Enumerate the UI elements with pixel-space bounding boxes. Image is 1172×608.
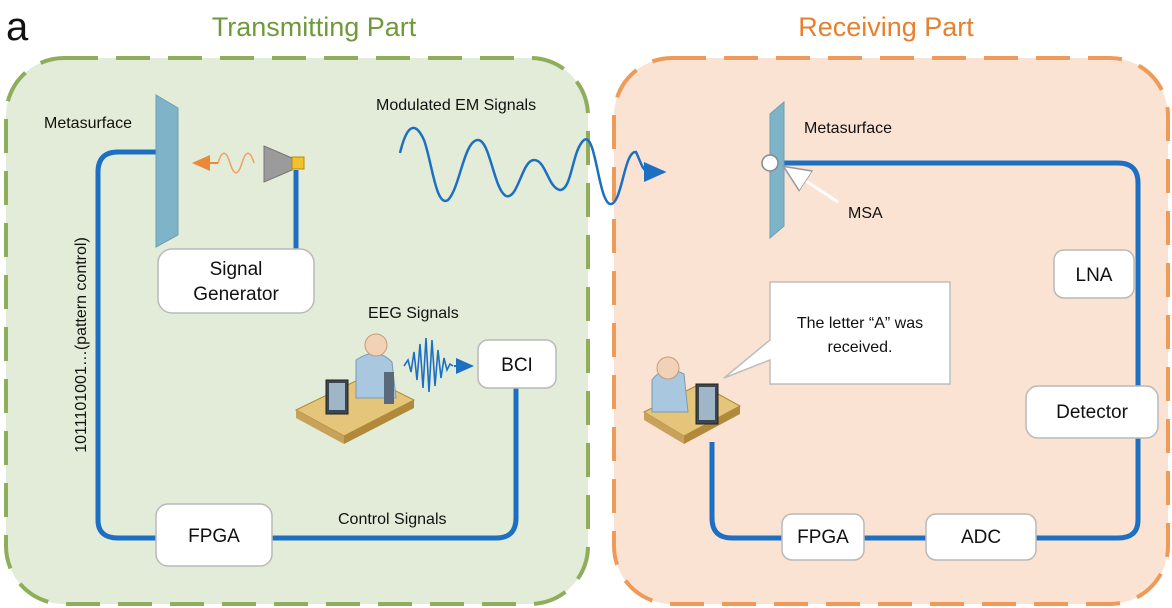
rx-fpga-label: FPGA	[797, 527, 849, 548]
eeg-signals-label: EEG Signals	[368, 305, 459, 322]
horn-antenna-icon	[263, 145, 293, 183]
bci-box	[477, 339, 557, 389]
tx-metasurface-label: Metasurface	[44, 115, 132, 132]
rx-fpga-box	[781, 513, 865, 561]
msa-arrow	[786, 168, 839, 204]
tx-user-icon	[294, 333, 416, 444]
rx-metasurface	[769, 100, 785, 240]
msa-icon	[761, 154, 779, 172]
feed-connector-icon	[291, 156, 305, 170]
callout-line-2: received.	[828, 339, 893, 356]
detector-label: Detector	[1056, 402, 1128, 423]
panel-label: a	[6, 5, 29, 49]
em-wave	[398, 126, 649, 206]
callout-line-1: The letter “A” was	[797, 315, 923, 332]
msa-label: MSA	[848, 205, 883, 222]
control-signals-label: Control Signals	[338, 511, 447, 528]
detector-box	[1025, 385, 1159, 439]
small-wave-icon	[217, 152, 255, 174]
rx-user-icon	[642, 356, 742, 444]
receiving-title: Receiving Part	[798, 12, 974, 42]
pattern-control-label: 1011101001…(pattern control)	[73, 237, 90, 453]
rx-metasurface-label: Metasurface	[804, 120, 892, 137]
adc-box	[925, 513, 1037, 561]
transmitting-region	[4, 56, 590, 606]
tx-wire-control	[272, 388, 519, 541]
lna-label: LNA	[1076, 265, 1113, 286]
adc-label: ADC	[961, 527, 1001, 548]
lna-box	[1053, 249, 1135, 299]
signal-generator-label-2: Generator	[193, 284, 279, 305]
tx-fpga-label: FPGA	[188, 526, 240, 547]
bci-label: BCI	[501, 355, 533, 376]
modulated-em-label: Modulated EM Signals	[376, 97, 536, 114]
tx-fpga-box	[155, 503, 273, 567]
transmitting-title: Transmitting Part	[212, 12, 417, 42]
rx-wire-right	[778, 160, 1141, 541]
rx-wire-left	[709, 442, 782, 541]
tx-metasurface	[155, 94, 179, 248]
callout-bubble	[723, 281, 951, 385]
signal-generator-box	[157, 248, 315, 314]
eeg-wave-icon	[403, 337, 454, 393]
tx-wire-left	[95, 149, 160, 541]
signal-generator-label-1: Signal	[210, 259, 263, 280]
